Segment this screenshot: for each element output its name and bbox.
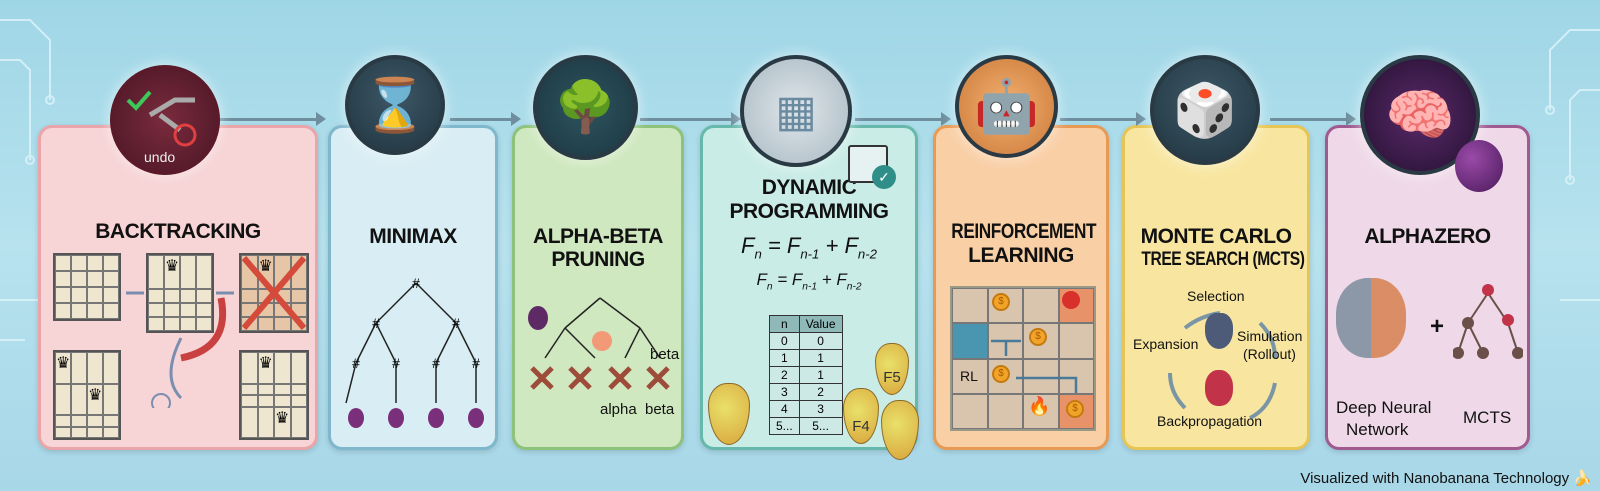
mcts-selection: Selection [1187, 288, 1245, 304]
panel-dynamic-programming: DYNAMIC PROGRAMMING Fn = Fn-1 + Fn-2 Fn … [700, 125, 919, 460]
panel-title-line2: PROGRAMMING [729, 200, 890, 223]
dice-medal-icon: 🎲 [1150, 55, 1260, 165]
mcts-tree-icon [1453, 284, 1523, 359]
dnn-label-line2: Network [1346, 420, 1409, 439]
flow-arrow [855, 112, 951, 126]
chessboard-grid: ♛♛ [53, 350, 121, 440]
backtrack-arrows-icon [126, 291, 234, 408]
panel-alphazero: ALPHAZERO + Deep Neural Network MCTS [1325, 125, 1530, 450]
panel-title: ALPHAZERO [1364, 225, 1491, 248]
red-x-icon [241, 256, 307, 330]
svg-text:#: # [432, 355, 440, 371]
chessboard-grid: ♛ [146, 253, 214, 333]
table-check-icon: ✓ [848, 145, 896, 189]
panel-alphabeta: ALPHA-BETA PRUNING beta alpha beta [512, 125, 684, 450]
svg-text:#: # [392, 355, 400, 371]
panel-title-line1: REINFORCEMENT [951, 220, 1097, 243]
beta-label: beta [650, 346, 680, 363]
panel-title-line1: DYNAMIC [761, 176, 857, 199]
chessboard-grid [53, 253, 121, 321]
svg-text:#: # [412, 275, 420, 291]
flow-arrow [450, 112, 521, 126]
pear-f5: F5 [875, 343, 909, 395]
chessboard-grid: ♛♛ [239, 350, 309, 440]
brain-medal-icon: 🧠 [1360, 55, 1480, 175]
path-arrows [991, 339, 1078, 393]
flow-arrow [640, 112, 741, 126]
fibonacci-formula-small: Fn = Fn-1 + Fn-2 [756, 270, 862, 293]
pear-f4: F4 [843, 388, 879, 444]
panel-title-line2: PRUNING [551, 248, 645, 271]
tree-scissors-medal-icon: 🌳 [533, 55, 638, 160]
mcts-backpropagation: Backpropagation [1157, 413, 1263, 429]
svg-text:#: # [352, 355, 360, 371]
dnn-label-line1: Deep Neural [1336, 398, 1432, 417]
fire-icon: 🔥 [1028, 396, 1051, 416]
apple-icon [1062, 291, 1080, 309]
flow-arrow [1060, 112, 1146, 126]
alpha-label: alpha [600, 401, 637, 418]
rl-label: RL [960, 368, 978, 384]
panel-backtracking: BACKTRACKING ♛ ♛ ♛♛ ♛♛ [38, 125, 318, 450]
svg-text:#: # [452, 315, 460, 331]
panel-reinforcement-learning: REINFORCEMENT LEARNING $ $ $ $ 🔥 RL [933, 125, 1109, 450]
mcts-simulation: Simulation [1237, 328, 1303, 344]
flow-arrow [215, 112, 326, 126]
minimax-game-tree: # # # # # # # [345, 275, 484, 428]
fibonacci-formula: Fn = Fn-1 + Fn-2 [741, 233, 877, 262]
circuit-decoration-right [1545, 29, 1600, 301]
coin-icon: $ [992, 293, 1010, 311]
svg-text:#: # [472, 355, 480, 371]
panel-title-line2: TREE SEARCH (MCTS) [1141, 249, 1305, 270]
svg-text:#: # [372, 315, 380, 331]
coin-icon: $ [992, 365, 1010, 383]
beta-label-2: beta [645, 401, 675, 418]
grapes-icon [1205, 313, 1233, 349]
brain-icon [1336, 278, 1406, 358]
circuit-decoration-left [0, 19, 56, 375]
robot-medal-icon: 🤖 [955, 55, 1058, 158]
panel-title: MINIMAX [369, 225, 457, 248]
panel-minimax: MINIMAX # # # # # # # [328, 125, 498, 450]
panel-mcts: MONTE CARLO TREE SEARCH (MCTS) Selection… [1122, 125, 1310, 450]
mcts-expansion: Expansion [1133, 336, 1199, 352]
hourglass-medal-icon: ⌛ [345, 55, 445, 155]
pruning-game-tree [528, 297, 670, 390]
mcts-rollout: (Rollout) [1243, 346, 1296, 362]
panel-title-line2: LEARNING [968, 244, 1074, 267]
backtracking-medal-icon: undo [110, 65, 220, 175]
mcts-label: MCTS [1463, 408, 1512, 427]
footer-credit: Visualized with Nanobanana Technology 🍌 [1300, 470, 1592, 487]
coin-icon: $ [1066, 400, 1084, 418]
plum-icon [1455, 140, 1503, 192]
coin-icon: $ [1029, 328, 1047, 346]
raspberry-icon [1205, 370, 1233, 406]
table-header: n [769, 315, 800, 333]
panel-title-line1: MONTE CARLO [1140, 225, 1292, 248]
pear-icon [708, 383, 750, 445]
table-row: 5...5... [769, 417, 843, 435]
table-blocks-medal-icon: ▦ [740, 55, 852, 167]
table-header: Value [798, 315, 843, 333]
pear-icon [881, 400, 919, 460]
flow-arrow [1270, 112, 1356, 126]
panel-title: BACKTRACKING [95, 220, 261, 243]
undo-branch-icon [126, 90, 197, 147]
panel-title-line1: ALPHA-BETA [533, 225, 663, 248]
undo-label: undo [144, 149, 176, 165]
plus-sign: + [1430, 313, 1445, 340]
